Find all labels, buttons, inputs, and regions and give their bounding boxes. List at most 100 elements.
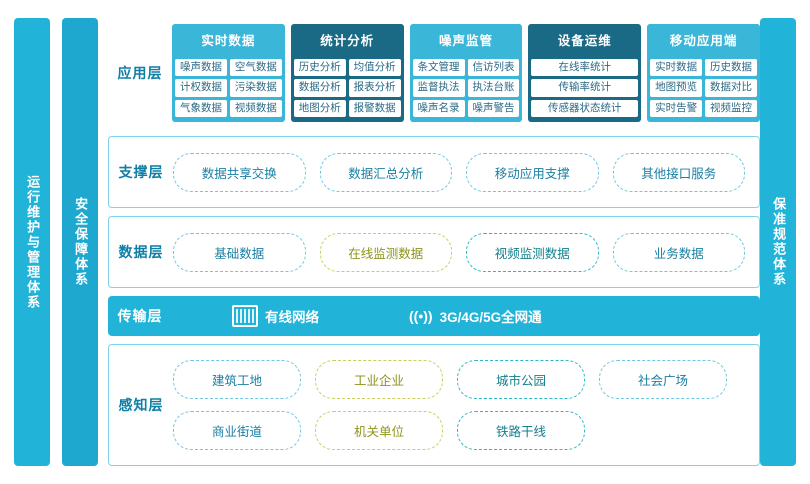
pill-item[interactable]: 数据共享交换 xyxy=(173,152,306,192)
pill-item[interactable]: 建筑工地 xyxy=(173,360,301,399)
application-group-title: 设备运维 xyxy=(557,34,612,49)
application-group[interactable]: 统计分析历史分析均值分析数据分析报表分析地图分析报警数据 xyxy=(290,24,404,122)
application-cell[interactable]: 污染数据 xyxy=(229,79,282,97)
application-cell[interactable]: 地图分析 xyxy=(293,99,346,117)
application-group-title: 实时数据 xyxy=(201,34,256,49)
side-bar-security: 安全保障体系 xyxy=(62,18,98,466)
application-cell-row: 监督执法执法台账 xyxy=(412,79,520,97)
pill-item[interactable]: 视频监测数据 xyxy=(466,232,599,272)
pill-item[interactable]: 铁路干线 xyxy=(457,411,585,450)
router-icon xyxy=(232,305,258,327)
application-group[interactable]: 噪声监管条文管理信访列表监督执法执法台账噪声名录噪声警告 xyxy=(409,24,523,122)
application-cell[interactable]: 条文管理 xyxy=(412,59,465,77)
application-group-body: 噪声数据空气数据计权数据污染数据气象数据视频数据 xyxy=(172,55,285,121)
application-cell-row: 数据分析报表分析 xyxy=(293,79,401,97)
application-cell[interactable]: 均值分析 xyxy=(348,59,401,77)
application-cell[interactable]: 计权数据 xyxy=(175,79,227,97)
layer-support: 支撑层 数据共享交换数据汇总分析移动应用支撑其他接口服务 xyxy=(108,136,760,208)
layer-sense: 感知层 建筑工地工业企业城市公园社会广场 商业街道机关单位铁路干线 xyxy=(108,344,760,466)
application-group[interactable]: 移动应用端实时数据历史数据地图预览数据对比实时告警视频监控 xyxy=(647,24,760,122)
application-cell-row: 条文管理信访列表 xyxy=(412,59,520,77)
pill-item[interactable]: 工业企业 xyxy=(315,360,443,399)
application-cell[interactable]: 视频监控 xyxy=(705,99,757,117)
application-cell[interactable]: 历史分析 xyxy=(293,59,346,77)
application-cell-row: 地图预览数据对比 xyxy=(650,79,757,97)
support-items: 数据共享交换数据汇总分析移动应用支撑其他接口服务 xyxy=(173,152,759,192)
application-cell[interactable]: 传感器状态统计 xyxy=(531,99,639,117)
data-items: 基础数据在线监测数据视频监测数据业务数据 xyxy=(173,232,759,272)
layer-stack: 应用层 实时数据噪声数据空气数据计权数据污染数据气象数据视频数据统计分析历史分析… xyxy=(108,18,760,466)
layer-data: 数据层 基础数据在线监测数据视频监测数据业务数据 xyxy=(108,216,760,288)
transmission-item: ((•)) 3G/4G/5G全网通 xyxy=(409,306,542,326)
sense-row-1: 建筑工地工业企业城市公园社会广场 xyxy=(173,360,745,399)
pill-item[interactable]: 社会广场 xyxy=(599,360,727,399)
application-cell-row: 气象数据视频数据 xyxy=(175,99,282,117)
application-cell-row: 传感器状态统计 xyxy=(531,99,639,117)
application-cell[interactable]: 地图预览 xyxy=(650,79,703,97)
row-spacer xyxy=(599,411,745,450)
application-cell-row: 噪声数据空气数据 xyxy=(175,59,282,77)
layer-application-body: 实时数据噪声数据空气数据计权数据污染数据气象数据视频数据统计分析历史分析均值分析… xyxy=(172,24,760,122)
side-bar-operations: 运行维护与管理体系 xyxy=(14,18,50,466)
transmission-item-label: 有线网络 xyxy=(265,310,319,325)
application-cell[interactable]: 实时数据 xyxy=(650,59,703,77)
side-bar-security-label: 安全保障体系 xyxy=(73,197,89,287)
pill-item[interactable]: 移动应用支撑 xyxy=(466,152,599,192)
layer-sense-label: 感知层 xyxy=(118,397,164,413)
pill-item[interactable]: 商业街道 xyxy=(173,411,301,450)
layer-transmission-label: 传输层 xyxy=(117,308,163,324)
wireless-icon: ((•)) xyxy=(409,308,433,324)
side-bar-standards-label: 保准规范体系 xyxy=(771,197,787,287)
application-groups: 实时数据噪声数据空气数据计权数据污染数据气象数据视频数据统计分析历史分析均值分析… xyxy=(172,24,760,122)
side-bar-standards: 保准规范体系 xyxy=(760,18,796,466)
pill-item[interactable]: 其他接口服务 xyxy=(612,152,745,192)
application-cell[interactable]: 传输率统计 xyxy=(531,79,639,97)
pill-item[interactable]: 数据汇总分析 xyxy=(319,152,452,192)
pill-item[interactable]: 在线监测数据 xyxy=(319,232,452,272)
application-cell[interactable]: 气象数据 xyxy=(175,99,227,117)
pill-item[interactable]: 基础数据 xyxy=(173,232,306,272)
application-cell-row: 历史分析均值分析 xyxy=(293,59,401,77)
application-group-body: 实时数据历史数据地图预览数据对比实时告警视频监控 xyxy=(647,55,760,121)
application-cell-row: 在线率统计 xyxy=(531,59,639,77)
layer-data-label: 数据层 xyxy=(118,244,164,260)
application-cell[interactable]: 空气数据 xyxy=(229,59,282,77)
transmission-item-label: 3G/4G/5G全网通 xyxy=(439,310,542,325)
pill-item[interactable]: 机关单位 xyxy=(315,411,443,450)
application-cell[interactable]: 信访列表 xyxy=(467,59,520,77)
application-group-title: 噪声监管 xyxy=(438,34,493,49)
application-cell[interactable]: 执法台账 xyxy=(467,79,520,97)
application-cell[interactable]: 视频数据 xyxy=(229,99,282,117)
application-cell[interactable]: 监督执法 xyxy=(412,79,465,97)
application-cell-row: 实时告警视频监控 xyxy=(650,99,757,117)
transmission-items: 有线网络 ((•)) 3G/4G/5G全网通 xyxy=(172,305,760,327)
layer-application: 应用层 实时数据噪声数据空气数据计权数据污染数据气象数据视频数据统计分析历史分析… xyxy=(108,18,760,128)
application-cell[interactable]: 报表分析 xyxy=(348,79,401,97)
layer-support-label: 支撑层 xyxy=(118,164,164,180)
application-group[interactable]: 设备运维在线率统计传输率统计传感器状态统计 xyxy=(528,24,642,122)
application-cell[interactable]: 报警数据 xyxy=(348,99,401,117)
application-cell[interactable]: 数据对比 xyxy=(705,79,757,97)
application-cell[interactable]: 数据分析 xyxy=(293,79,346,97)
application-cell-row: 地图分析报警数据 xyxy=(293,99,401,117)
application-cell[interactable]: 在线率统计 xyxy=(531,59,639,77)
pill-item[interactable]: 城市公园 xyxy=(457,360,585,399)
application-cell-row: 噪声名录噪声警告 xyxy=(412,99,520,117)
application-group-body: 历史分析均值分析数据分析报表分析地图分析报警数据 xyxy=(291,55,404,121)
application-cell-row: 计权数据污染数据 xyxy=(175,79,282,97)
application-cell[interactable]: 实时告警 xyxy=(650,99,703,117)
sense-row-2: 商业街道机关单位铁路干线 xyxy=(173,411,745,450)
application-cell-row: 实时数据历史数据 xyxy=(650,59,757,77)
layer-application-label: 应用层 xyxy=(117,65,163,81)
application-cell[interactable]: 噪声警告 xyxy=(467,99,520,117)
transmission-item: 有线网络 xyxy=(232,305,319,327)
application-cell[interactable]: 噪声数据 xyxy=(175,59,227,77)
side-bar-operations-label: 运行维护与管理体系 xyxy=(25,174,41,310)
application-cell-row: 传输率统计 xyxy=(531,79,639,97)
application-cell[interactable]: 噪声名录 xyxy=(412,99,465,117)
pill-item[interactable]: 业务数据 xyxy=(612,232,745,272)
application-cell[interactable]: 历史数据 xyxy=(705,59,757,77)
application-group-body: 条文管理信访列表监督执法执法台账噪声名录噪声警告 xyxy=(410,55,523,121)
application-group[interactable]: 实时数据噪声数据空气数据计权数据污染数据气象数据视频数据 xyxy=(172,24,285,122)
